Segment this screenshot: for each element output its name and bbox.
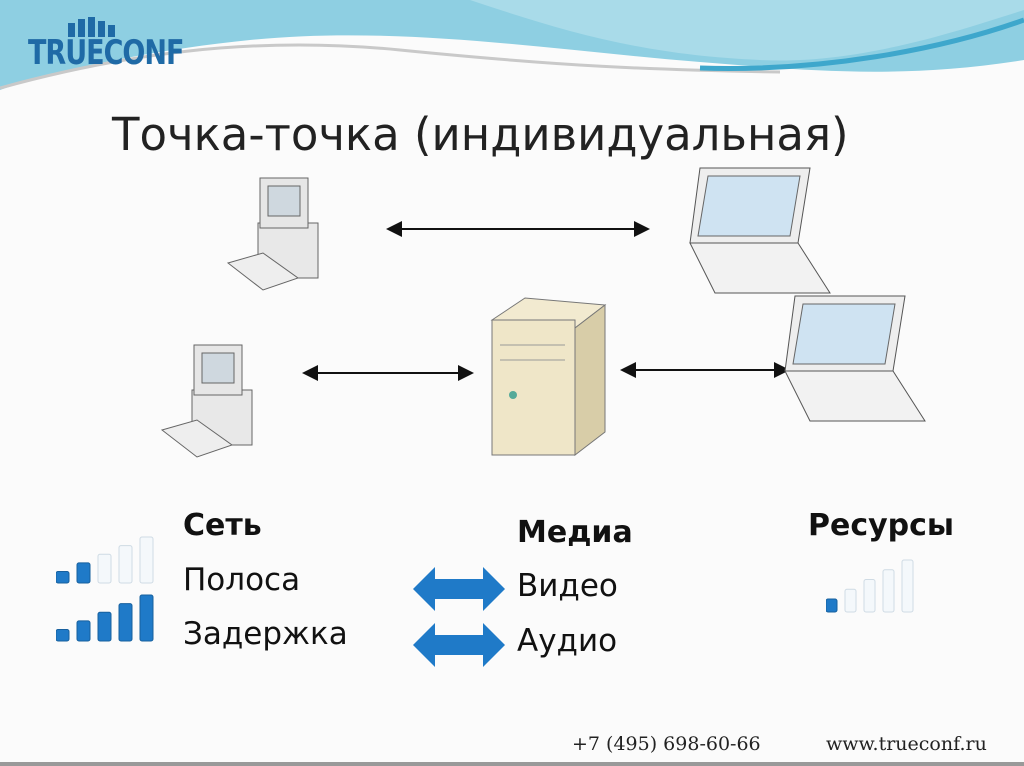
audio-double-arrow-icon bbox=[413, 623, 505, 667]
signal-bar bbox=[901, 559, 914, 613]
resources-signal-bars bbox=[826, 559, 914, 613]
slide-title: Точка-точка (индивидуальная) bbox=[112, 108, 849, 161]
media-heading: Медиа bbox=[517, 515, 633, 550]
bottom-border bbox=[0, 762, 1024, 766]
resources-heading: Ресурсы bbox=[808, 508, 955, 543]
footer-website[interactable]: www.trueconf.ru bbox=[826, 733, 987, 755]
desktop-computer-icon bbox=[227, 177, 319, 291]
network-heading: Сеть bbox=[183, 508, 262, 543]
laptop-icon bbox=[784, 295, 926, 422]
laptop-icon bbox=[689, 167, 831, 294]
signal-bar bbox=[97, 611, 112, 642]
signal-bar bbox=[139, 594, 154, 642]
network-item-latency: Задержка bbox=[183, 616, 348, 652]
signal-bar bbox=[97, 553, 112, 584]
desktop-computer-icon bbox=[161, 344, 253, 458]
footer-phone: +7 (495) 698-60-66 bbox=[572, 733, 761, 755]
signal-bar bbox=[76, 562, 91, 584]
header-wave bbox=[0, 0, 1024, 90]
server-icon bbox=[490, 297, 607, 457]
signal-bar bbox=[826, 598, 838, 613]
signal-bar bbox=[844, 588, 857, 613]
signal-bar bbox=[76, 620, 91, 642]
network-item-bandwidth: Полоса bbox=[183, 562, 301, 598]
media-item-audio: Аудио bbox=[517, 623, 618, 659]
video-double-arrow-icon bbox=[413, 567, 505, 611]
logo: TRUECONF bbox=[28, 34, 184, 73]
signal-bar bbox=[56, 629, 70, 642]
media-arrows bbox=[413, 567, 505, 667]
signal-bar bbox=[863, 579, 876, 613]
signal-bar bbox=[118, 545, 133, 584]
media-item-video: Видео bbox=[517, 568, 618, 604]
topology-diagram bbox=[161, 167, 926, 458]
signal-bar bbox=[139, 536, 154, 584]
signal-bar bbox=[56, 571, 70, 584]
signal-bar bbox=[882, 569, 895, 613]
network-signal-bars bbox=[56, 536, 154, 642]
logo-people-icon bbox=[68, 17, 115, 37]
signal-bar bbox=[118, 603, 133, 642]
